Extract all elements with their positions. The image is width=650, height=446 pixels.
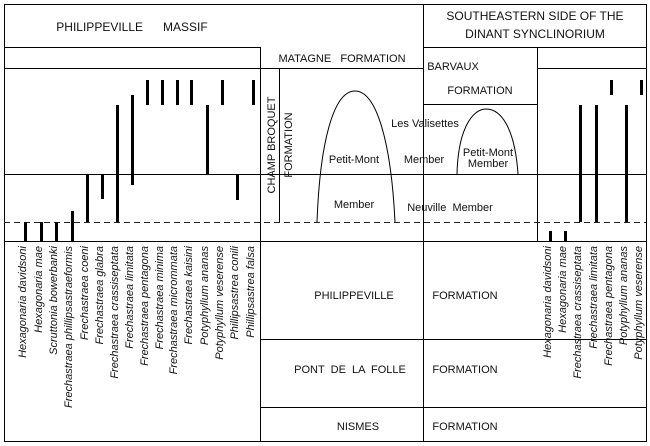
taxon-label: Frechastraea pentagona	[603, 246, 615, 366]
petit-mont-bottom-label: Member	[334, 199, 375, 211]
range-bar-right-frechastraea-pentagona	[610, 80, 613, 95]
range-bar-frechastraea-micrommata	[176, 80, 179, 105]
range-bar-scruttonia-bowerbanki	[55, 222, 58, 241]
range-bar-frechastraea-phillipsastraeformis	[71, 211, 74, 241]
taxon-label: Frechastraea kaisini	[183, 245, 195, 344]
taxon-label: Phillipsastrea falsa	[245, 246, 257, 338]
range-bar-frechastraea-minima	[161, 80, 164, 105]
range-bar-frechastraea-kaisini	[190, 80, 193, 105]
range-bar-frechastraea-coeni	[86, 174, 89, 222]
taxon-label: Frechastraea crassiseptata	[572, 246, 584, 379]
range-bar-right-hexagonaria-davidsoni	[549, 231, 552, 241]
petit-mont-top-label: Petit-Mont	[329, 154, 379, 166]
range-bar-right-potyphyllum-veserense	[640, 80, 643, 95]
petit-mont-small-mound-outline	[456, 108, 519, 175]
taxon-label: Potyphyllum ananas	[618, 246, 630, 346]
member-mid-label: Member	[404, 154, 445, 166]
petit-mont-small-label-line1: Petit-Mont	[463, 147, 513, 159]
neuville-member-label: Neuville Member	[407, 202, 493, 214]
range-bar-potyphyllum-ananas	[206, 105, 209, 174]
range-bar-frechastraea-crassiseptata	[116, 105, 119, 222]
range-bar-hexagonaria-davidsoni	[24, 222, 27, 241]
range-bar-right-potyphyllum-ananas	[625, 105, 628, 222]
petit-mont-mound-outline	[316, 90, 396, 223]
taxon-label: Scruttonia bowerbanki	[48, 245, 60, 354]
taxon-label: Potyphyllum veserense	[633, 246, 645, 360]
taxon-label: Frechastraea coeni	[79, 245, 91, 340]
dinant-header-line2: DINANT SYNCLINORIUM	[465, 27, 605, 41]
taxon-label: Hexagonaria davidsoni	[542, 245, 554, 357]
taxon-label: Frechastraea minima	[154, 246, 166, 349]
formation-suffix-pont-de-la-folle: FORMATION	[432, 364, 497, 376]
range-bar-potyphyllum-veserense	[221, 80, 224, 105]
barvaux-label-line1: BARVAUX	[427, 61, 479, 73]
taxon-label: Hexagonaria mae	[557, 246, 569, 333]
left-taxa-labels: Hexagonaria davidsoni Hexagonaria mae Sc…	[17, 245, 257, 408]
taxon-label: Potyphyllum veserense	[214, 246, 226, 360]
taxon-label: Frechastraea phillipsastraeformis	[63, 246, 75, 409]
dinant-header-line1: SOUTHEASTERN SIDE OF THE	[446, 9, 623, 23]
massif-header: PHILIPPEVILLE MASSIF	[56, 20, 207, 34]
taxon-label: Potyphyllum ananas	[199, 246, 211, 346]
range-bar-right-hexagonaria-mae	[564, 231, 567, 241]
frame-lines	[4, 4, 647, 442]
formation-suffix-nismes: FORMATION	[432, 421, 497, 433]
matagne-formation-label: MATAGNE FORMATION	[278, 53, 405, 65]
formation-suffix-philippeville: FORMATION	[432, 290, 497, 302]
taxon-label: Frechastraea limitata	[124, 246, 136, 349]
champ-broquet-label-line2: FORMATION	[283, 112, 295, 177]
taxon-label: Hexagonaria mae	[33, 246, 45, 333]
formation-name-pont-de-la-folle: PONT DE LA FOLLE	[294, 364, 406, 376]
right-taxa-labels: Hexagonaria davidsoni Hexagonaria mae Fr…	[542, 245, 645, 378]
formation-name-philippeville: PHILIPPEVILLE	[314, 290, 394, 302]
range-bar-frechastraea-pentagona	[146, 80, 149, 105]
right-range-bars	[549, 80, 643, 241]
taxon-label: Hexagonaria davidsoni	[17, 245, 29, 357]
petit-mont-small-label-line2: Member	[468, 158, 509, 170]
range-bar-frechastraea-glabra	[101, 174, 104, 199]
champ-broquet-label-line1: CHAMP BROQUET	[266, 96, 278, 193]
range-bar-right-frechastraea-limitata	[595, 105, 598, 222]
taxon-label: Frechastraea limitata	[588, 246, 600, 349]
taxon-label: Frechastraea micrommata	[168, 246, 180, 374]
range-bar-right-frechastraea-crassiseptata	[579, 105, 582, 222]
taxon-label: Frechastraea pentagona	[139, 246, 151, 366]
taxon-label: Frechastraea crassiseptata	[109, 246, 121, 379]
les-valisettes-label: Les Valisettes	[391, 118, 459, 130]
range-bar-phillipsastrea-conili	[236, 174, 239, 200]
range-bar-phillipsastrea-falsa	[252, 80, 255, 105]
taxon-label: Phillipsastrea conili	[229, 245, 241, 339]
formation-name-nismes: NISMES	[337, 421, 379, 433]
barvaux-label-line2: FORMATION	[447, 85, 512, 97]
taxon-label: Frechastraea glabra	[94, 246, 106, 344]
range-bar-frechastraea-limitata	[131, 95, 134, 185]
left-range-bars	[24, 80, 255, 241]
range-bar-hexagonaria-mae	[40, 222, 43, 241]
